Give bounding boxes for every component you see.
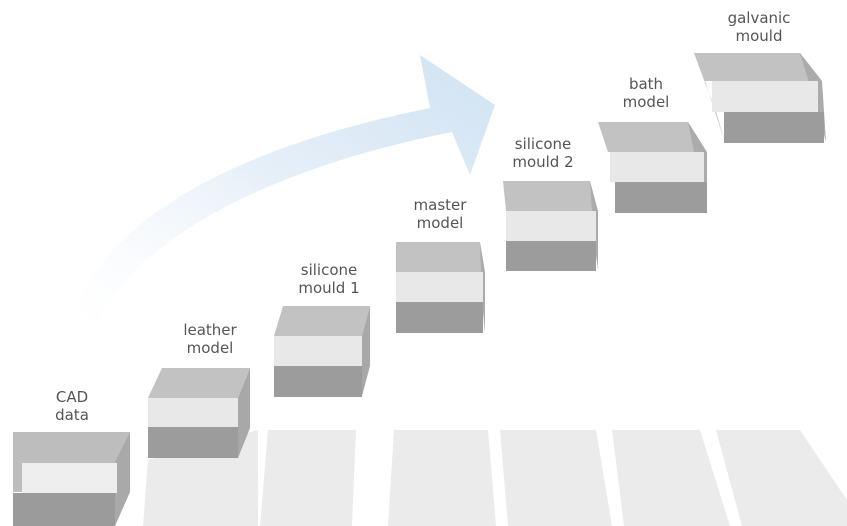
- box-silicone-mould-2: [503, 181, 598, 271]
- base-block: [500, 430, 612, 526]
- box-galvanic-mould: [694, 53, 826, 143]
- base-block: [388, 430, 496, 526]
- step-label-bath-model: bath model: [622, 75, 670, 111]
- base-block: [716, 430, 847, 526]
- step-label-cad-data: CAD data: [55, 388, 89, 424]
- step-label-silicone-mould-2: silicone mould 2: [512, 135, 574, 171]
- step-label-silicone-mould-1: silicone mould 1: [298, 261, 360, 297]
- step-boxes: [13, 53, 826, 526]
- box-cad-data: [13, 432, 130, 526]
- base-block: [260, 430, 356, 526]
- box-master-model: [396, 242, 485, 333]
- box-silicone-mould-1: [274, 306, 370, 397]
- base-block: [612, 430, 730, 526]
- step-label-master-model: master model: [413, 196, 467, 232]
- step-label-leather-model: leather model: [183, 321, 237, 357]
- box-leather-model: [148, 368, 250, 458]
- box-bath-model: [598, 122, 707, 213]
- step-label-galvanic-mould: galvanic mould: [727, 9, 791, 45]
- base-blocks: [143, 430, 847, 526]
- process-arrow: [70, 55, 495, 330]
